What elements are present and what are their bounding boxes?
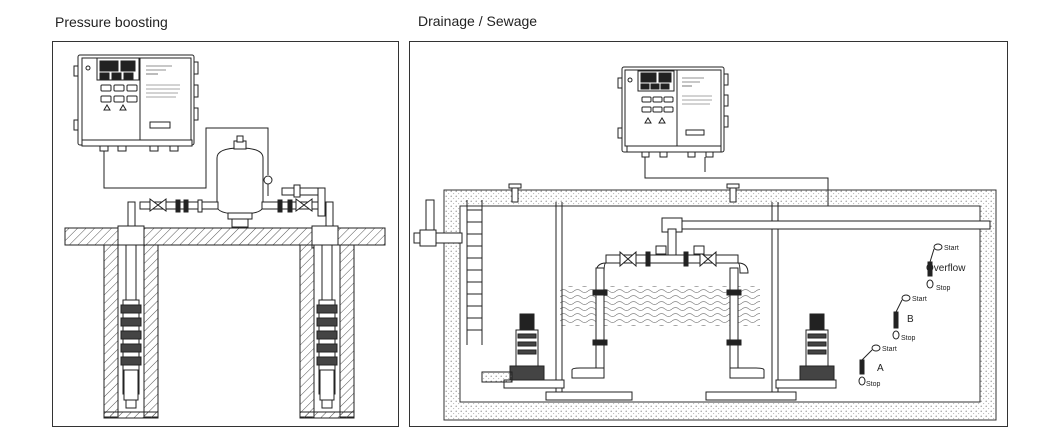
left-submersible-pump [120,299,142,409]
right-sewage-pump [705,313,837,401]
float-switch-a [858,344,881,386]
guide-rails [555,202,779,395]
left-manifold-pipes [127,184,334,229]
left-sewage-pump [481,313,633,401]
access-ladder [466,200,483,345]
overflow-start-label: Start [944,245,959,252]
vent-pipe [508,183,740,203]
overflow-stop-label: Stop [936,285,951,292]
pressure-boosting-title: Pressure boosting [55,14,168,30]
a-level-label: A [877,363,884,374]
left-control-buttons [100,84,138,103]
pressure-tank [216,135,264,228]
left-control-box [73,54,199,152]
left-ground-slab [64,225,386,249]
b-start-label: Start [912,296,927,303]
float-switch-overflow [926,243,943,289]
drainage-sewage-title: Drainage / Sewage [418,13,538,29]
discharge-pipework [571,217,991,379]
left-wiring [103,127,269,189]
a-start-label: Start [882,346,897,353]
right-control-buttons [641,96,674,113]
b-level-label: B [907,314,914,325]
right-submersible-pump [316,299,338,409]
right-well [299,244,355,419]
a-stop-label: Stop [866,381,881,388]
pressure-gauge-icon [263,175,273,196]
left-well [103,244,159,419]
right-control-box [617,66,729,158]
b-stop-label: Stop [901,335,916,342]
float-switch-b [892,294,911,340]
inlet-pipe [413,199,463,247]
overflow-label: Overflow [926,263,966,274]
